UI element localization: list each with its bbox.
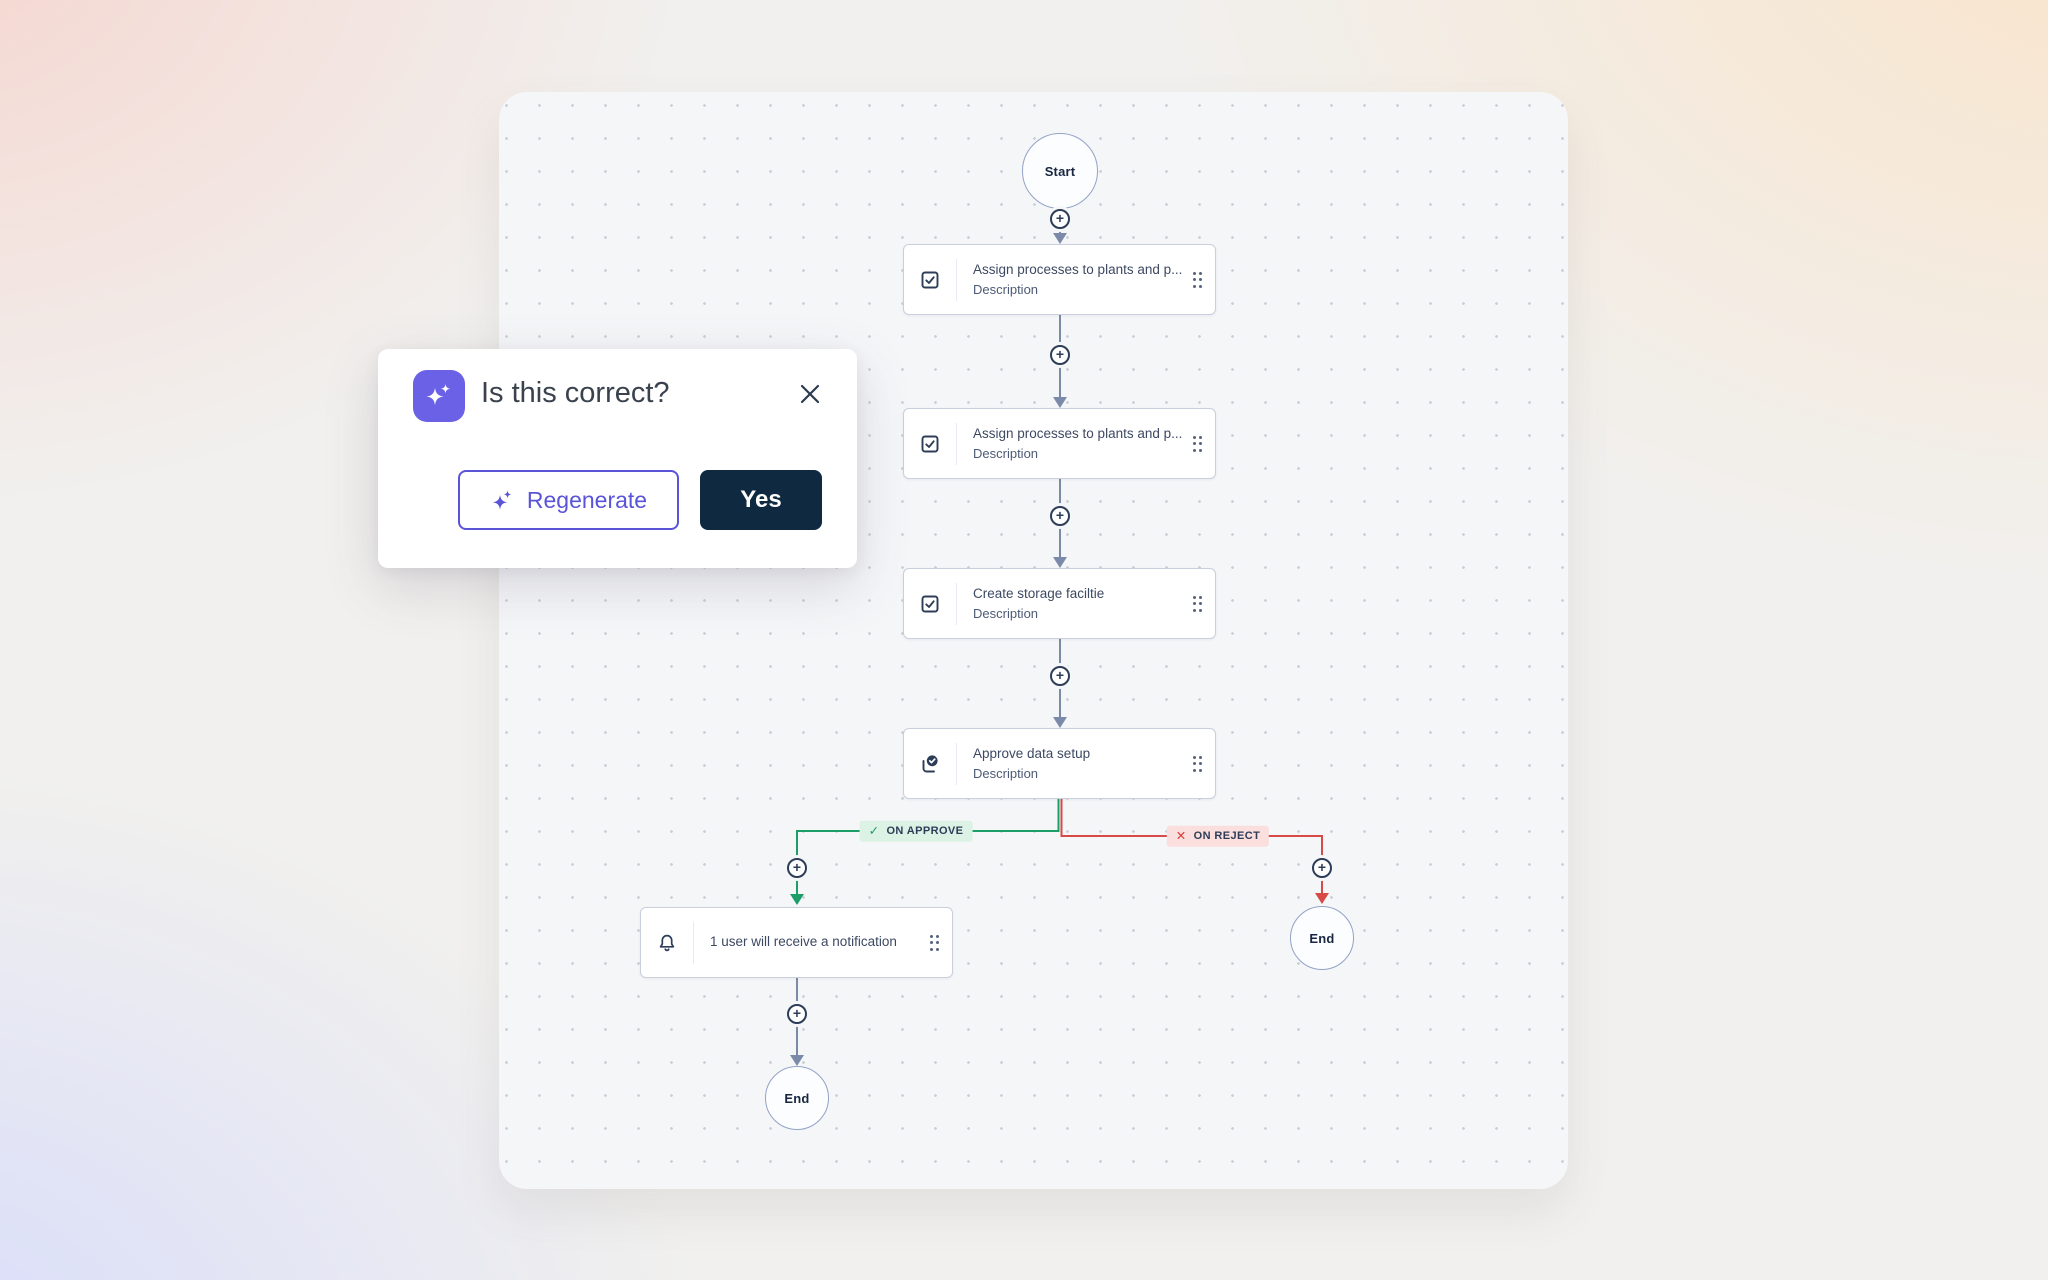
drag-handle-icon[interactable]: [1192, 755, 1202, 772]
task-title: Assign processes to plants and p...: [973, 425, 1183, 441]
notification-node[interactable]: 1 user will receive a notification: [640, 907, 953, 978]
end-node-right[interactable]: End: [1290, 906, 1354, 970]
add-step-icon[interactable]: +: [1050, 209, 1070, 229]
drag-handle-icon[interactable]: [929, 934, 939, 951]
checkbox-icon: [904, 594, 956, 614]
start-node-label: Start: [1044, 163, 1076, 179]
sparkles-icon: [413, 370, 465, 422]
task-description: Description: [973, 445, 1039, 461]
drag-handle-icon[interactable]: [1192, 435, 1202, 452]
arrowheads: [790, 233, 1329, 1066]
checkbox-icon: [904, 270, 956, 290]
task-description: Description: [973, 605, 1039, 621]
start-node[interactable]: Start: [1022, 133, 1098, 209]
add-step-icon[interactable]: +: [1050, 666, 1070, 686]
close-icon[interactable]: [796, 380, 824, 408]
on-reject-label: ✕ ON REJECT: [1166, 825, 1270, 847]
drag-handle-icon[interactable]: [1192, 595, 1202, 612]
yes-label: Yes: [740, 486, 782, 513]
drag-handle-icon[interactable]: [1192, 271, 1202, 288]
divider: [693, 921, 694, 964]
divider: [956, 742, 957, 785]
task-node-3[interactable]: Create storage faciltie Description: [903, 568, 1216, 639]
confirmation-dialog: Is this correct? Regenerate Yes: [378, 349, 857, 568]
regenerate-button[interactable]: Regenerate: [458, 470, 679, 530]
task-node-2[interactable]: Assign processes to plants and p... Desc…: [903, 408, 1216, 479]
task-description: Description: [973, 765, 1039, 781]
regenerate-label: Regenerate: [526, 486, 648, 513]
divider: [956, 258, 957, 301]
task-title: Create storage faciltie: [973, 585, 1105, 601]
task-title: Assign processes to plants and p...: [973, 261, 1183, 277]
task-description: Description: [973, 281, 1039, 297]
on-reject-text: ON REJECT: [1193, 830, 1261, 842]
notification-title: 1 user will receive a notification: [710, 934, 897, 950]
approval-node[interactable]: Approve data setup Description: [903, 728, 1216, 799]
on-approve-text: ON APPROVE: [886, 825, 964, 837]
yes-button[interactable]: Yes: [700, 470, 822, 530]
on-approve-label: ✓ ON APPROVE: [859, 820, 973, 842]
check-icon: ✓: [868, 823, 880, 838]
add-step-icon[interactable]: +: [787, 1004, 807, 1024]
end-node-left[interactable]: End: [765, 1066, 829, 1130]
add-step-icon[interactable]: +: [1050, 345, 1070, 365]
sparkle-icon: [492, 490, 512, 510]
bell-icon: [641, 933, 693, 953]
end-node-right-label: End: [1309, 930, 1335, 946]
dialog-title: Is this correct?: [481, 377, 670, 409]
x-icon: ✕: [1175, 828, 1187, 843]
task-title: Approve data setup: [973, 745, 1091, 761]
end-node-left-label: End: [784, 1090, 810, 1106]
add-step-icon[interactable]: +: [1050, 506, 1070, 526]
task-node-1[interactable]: Assign processes to plants and p... Desc…: [903, 244, 1216, 315]
checkbox-icon: [904, 434, 956, 454]
divider: [956, 582, 957, 625]
approval-icon: [904, 753, 956, 775]
divider: [956, 422, 957, 465]
add-step-icon[interactable]: +: [1312, 858, 1332, 878]
workflow-canvas[interactable]: Start End End + + + + + + + Assign proce…: [499, 92, 1568, 1189]
add-step-icon[interactable]: +: [787, 858, 807, 878]
connector-on-approve: [796, 798, 1060, 895]
